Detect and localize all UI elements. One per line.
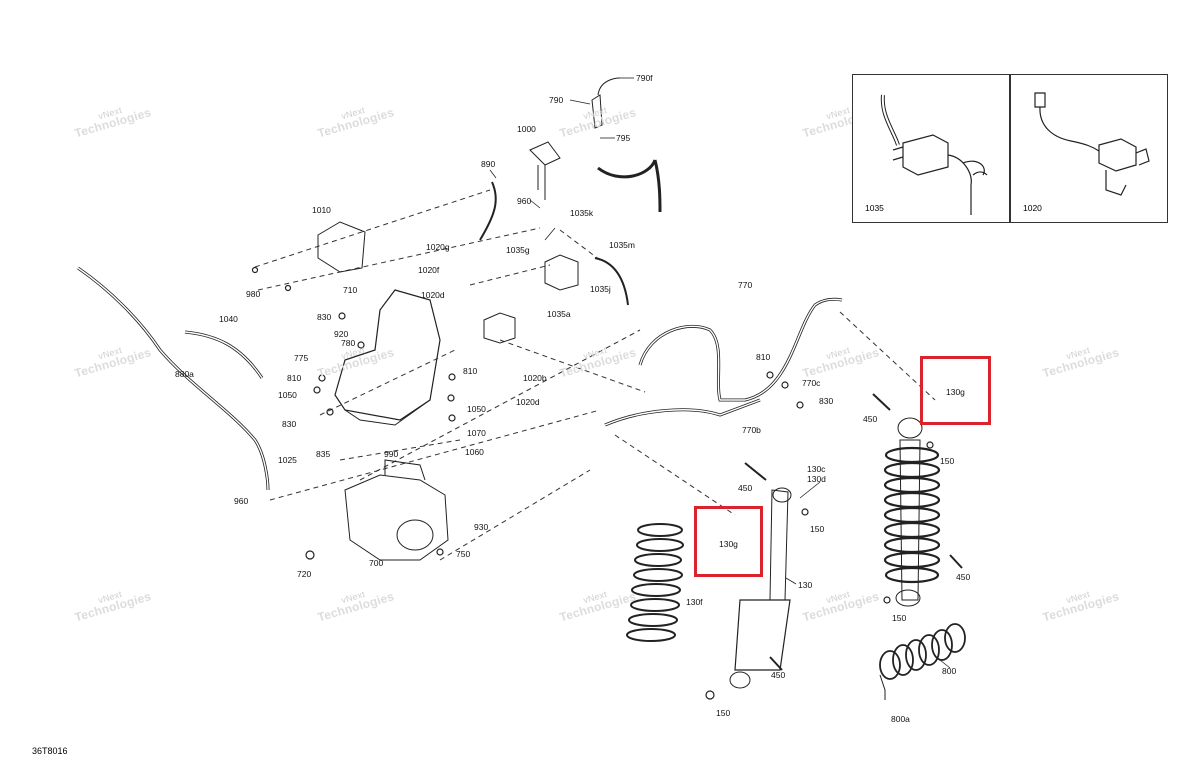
callout-1035k: 1035k: [570, 208, 594, 218]
callout-980: 980: [246, 289, 261, 299]
callout-835: 835: [316, 449, 331, 459]
callout-800: 800: [942, 666, 957, 676]
callout-130g-left: 130g: [719, 539, 738, 549]
solenoid-icon: [1034, 92, 1150, 196]
drawing-code: 36T8016: [32, 746, 68, 756]
callout-795: 795: [616, 133, 631, 143]
callout-150: 150: [892, 613, 907, 623]
callout-450: 450: [956, 572, 971, 582]
inset-1020-label: 1020: [1023, 203, 1042, 213]
callout-1010: 1010: [312, 205, 331, 215]
callout-130c: 130c: [807, 464, 826, 474]
callout-790f: 790f: [636, 73, 653, 83]
highlight-box-130g-left: [694, 506, 763, 577]
callout-750: 750: [456, 549, 471, 559]
callout-920: 920: [334, 329, 349, 339]
callout-450: 450: [771, 670, 786, 680]
callout-770c: 770c: [802, 378, 821, 388]
callout-890: 890: [481, 159, 496, 169]
callout-150: 150: [940, 456, 955, 466]
callout-960: 960: [517, 196, 532, 206]
callout-780: 780: [341, 338, 356, 348]
callout-930: 930: [474, 522, 489, 532]
callout-990: 990: [384, 449, 399, 459]
callout-1035a: 1035a: [547, 309, 571, 319]
callout-1060: 1060: [465, 447, 484, 457]
callout-450: 450: [738, 483, 753, 493]
callout-810: 810: [756, 352, 771, 362]
callout-1035j: 1035j: [590, 284, 611, 294]
callout-830: 830: [819, 396, 834, 406]
callout-710: 710: [343, 285, 358, 295]
callout-800a: 800a: [891, 714, 910, 724]
callout-830: 830: [317, 312, 332, 322]
valve-block-icon: [880, 94, 988, 215]
callout-810: 810: [463, 366, 478, 376]
callout-770: 770: [738, 280, 753, 290]
callout-700: 700: [369, 558, 384, 568]
callout-1050: 1050: [278, 390, 297, 400]
callout-810: 810: [287, 373, 302, 383]
callout-130g-right: 130g: [946, 387, 965, 397]
callout-450: 450: [863, 414, 878, 424]
callout-1020f: 1020f: [418, 265, 440, 275]
callout-1070: 1070: [467, 428, 486, 438]
callout-1025: 1025: [278, 455, 297, 465]
callout-880a: 880a: [175, 369, 194, 379]
callout-720: 720: [297, 569, 312, 579]
highlight-box-130g-right: [920, 356, 991, 425]
callout-150: 150: [810, 524, 825, 534]
callout-960: 960: [234, 496, 249, 506]
callout-130: 130: [798, 580, 813, 590]
inset-1035-label: 1035: [865, 203, 884, 213]
callout-1020b: 1020b: [523, 373, 547, 383]
callout-1000: 1000: [517, 124, 536, 134]
callout-1020d-top: 1020d: [421, 290, 445, 300]
callout-130d: 130d: [807, 474, 826, 484]
callout-1020g: 1020g: [426, 242, 450, 252]
callout-830: 830: [282, 419, 297, 429]
callout-1035m: 1035m: [609, 240, 635, 250]
callout-1035g: 1035g: [506, 245, 530, 255]
callout-790: 790: [549, 95, 564, 105]
inset-1020-box: 1020: [1010, 74, 1168, 223]
callout-770b: 770b: [742, 425, 761, 435]
callout-1050: 1050: [467, 404, 486, 414]
callout-775: 775: [294, 353, 309, 363]
callout-1040: 1040: [219, 314, 238, 324]
inset-1035-box: 1035: [852, 74, 1010, 223]
callout-130f: 130f: [686, 597, 703, 607]
callout-1020d: 1020d: [516, 397, 540, 407]
callout-150: 150: [716, 708, 731, 718]
